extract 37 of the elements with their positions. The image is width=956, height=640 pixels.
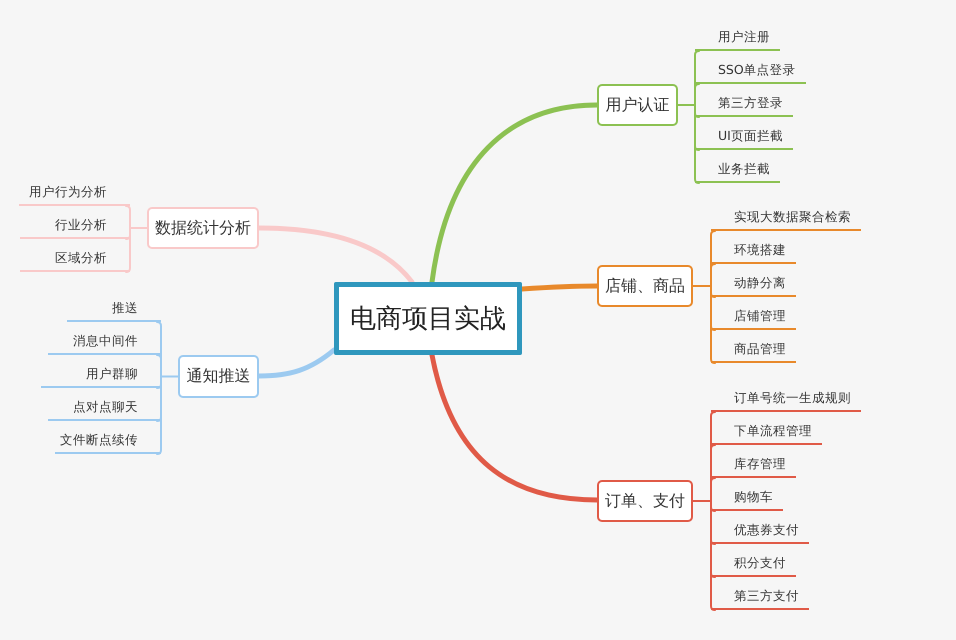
subtopic-label: 用户群聊 — [41, 364, 161, 388]
subtopic-label: 业务拦截 — [695, 159, 780, 183]
topic-box: 店铺、商品 — [597, 265, 693, 307]
topic-box: 通知推送 — [178, 355, 259, 398]
subtopic-label: 点对点聊天 — [48, 397, 161, 421]
subtopic-label: 行业分析 — [20, 215, 130, 239]
subtopic-label: 推送 — [67, 298, 161, 322]
branch-curve — [256, 348, 336, 378]
subtopic-label: 积分支付 — [711, 553, 796, 577]
subtopic-label: 文件断点续传 — [55, 430, 161, 454]
branch-curve — [256, 226, 414, 284]
subtopic-label: 用户注册 — [695, 27, 780, 51]
subtopic-label: 下单流程管理 — [711, 421, 822, 445]
topic-box: 数据统计分析 — [147, 207, 259, 249]
subtopic-label: 消息中间件 — [48, 331, 161, 355]
subtopic-label: 用户行为分析 — [19, 182, 130, 206]
subtopic-label: 第三方登录 — [695, 93, 793, 117]
subtopic-label: 库存管理 — [711, 454, 796, 478]
subtopic-label: 店铺管理 — [711, 306, 796, 330]
subtopic-label: UI页面拦截 — [695, 126, 793, 150]
subtopic-label: 第三方支付 — [711, 586, 809, 610]
connector-line — [677, 104, 700, 184]
subtopic-label: 商品管理 — [711, 339, 796, 363]
subtopic-label: 环境搭建 — [711, 240, 796, 264]
branch-curve — [430, 352, 600, 502]
subtopic-label: 订单号统一生成规则 — [711, 388, 861, 412]
topic-box: 订单、支付 — [597, 480, 693, 522]
subtopic-label: 动静分离 — [711, 273, 796, 297]
subtopic-label: 优惠券支付 — [711, 520, 809, 544]
central-topic-box: 电商项目实战 — [334, 282, 522, 355]
topic-box: 用户认证 — [597, 84, 678, 126]
subtopic-label: 区域分析 — [20, 248, 130, 272]
subtopic-label: 实现大数据聚合检索 — [711, 207, 861, 231]
subtopic-label: SSO单点登录 — [695, 60, 806, 84]
connector-line — [692, 285, 716, 364]
branch-curve — [430, 102, 600, 284]
subtopic-label: 购物车 — [711, 487, 783, 511]
